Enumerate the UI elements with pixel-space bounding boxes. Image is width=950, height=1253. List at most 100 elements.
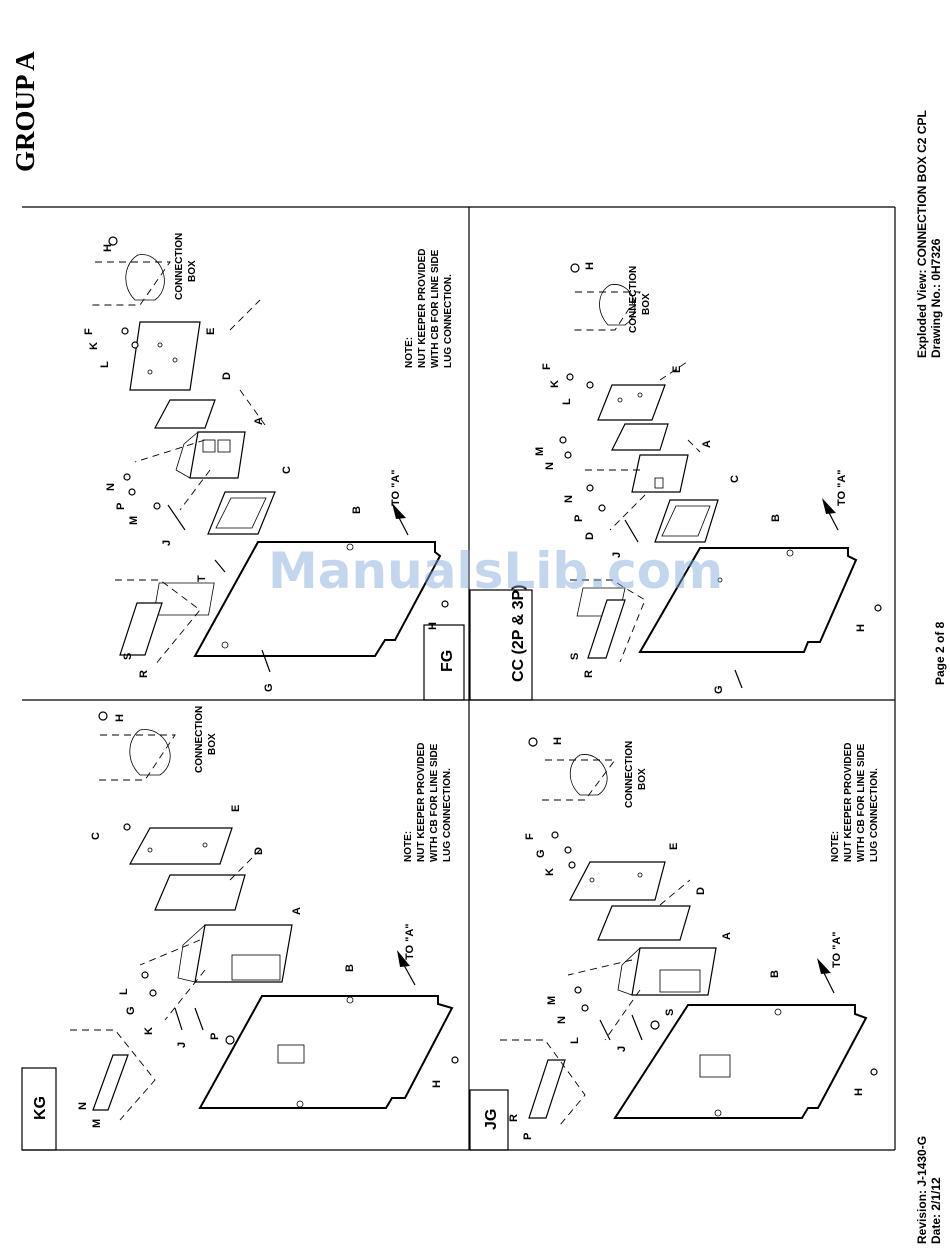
label-h2: H bbox=[427, 622, 439, 630]
label-h1: H bbox=[102, 244, 114, 252]
svg-text:NUT KEEPER PROVIDED: NUT KEEPER PROVIDED bbox=[417, 249, 428, 368]
panel-cc: CC (2P & 3P) bbox=[469, 262, 882, 701]
label-r: R bbox=[508, 1114, 520, 1122]
connection-box-label: CONNECTION bbox=[628, 266, 639, 333]
svg-text:NOTE:: NOTE: bbox=[403, 831, 414, 862]
label-s: S bbox=[569, 653, 581, 660]
exploded-view-title: Exploded View: CONNECTION BOX C2 CPL bbox=[915, 110, 929, 358]
svg-text:WITH CB FOR LINE SIDE: WITH CB FOR LINE SIDE bbox=[429, 743, 440, 862]
label-h2: H bbox=[431, 1080, 443, 1088]
label-p: P bbox=[573, 515, 585, 522]
label-g: G bbox=[535, 849, 547, 858]
connection-box bbox=[90, 254, 171, 306]
label-d: D bbox=[221, 372, 233, 380]
trim-frame-c bbox=[654, 499, 719, 543]
label-k: K bbox=[549, 380, 561, 388]
label-g: G bbox=[125, 1006, 137, 1015]
label-e: E bbox=[668, 843, 680, 850]
label-n: N bbox=[556, 1016, 568, 1024]
panel-title-box bbox=[469, 589, 533, 701]
svg-text:LUG CONNECTION.: LUG CONNECTION. bbox=[443, 274, 454, 368]
connection-box bbox=[570, 284, 641, 331]
connection-box-label: CONNECTION bbox=[194, 706, 205, 773]
label-c: C bbox=[729, 475, 741, 483]
page-number: Page 2 of 8 bbox=[933, 621, 947, 685]
label-b: B bbox=[770, 514, 782, 522]
label-d: D bbox=[695, 887, 707, 895]
connection-box-label-2: BOX bbox=[187, 260, 198, 282]
insulator-d bbox=[154, 874, 246, 911]
svg-text:WITH CB FOR LINE SIDE: WITH CB FOR LINE SIDE bbox=[430, 249, 441, 368]
label-j: J bbox=[611, 552, 623, 558]
label-l: L bbox=[561, 398, 573, 405]
label-p: P bbox=[115, 503, 127, 510]
to-a-arrow: TO "A" bbox=[817, 931, 843, 994]
label-j: J bbox=[616, 1046, 628, 1052]
screws bbox=[528, 737, 878, 1076]
label-s: S bbox=[664, 1009, 676, 1016]
mounting-plate-b bbox=[576, 547, 858, 653]
panel-kg: KG bbox=[21, 706, 459, 1151]
screws bbox=[559, 263, 882, 689]
svg-text:WITH CB FOR LINE SIDE: WITH CB FOR LINE SIDE bbox=[856, 743, 867, 862]
label-d: D bbox=[253, 847, 265, 855]
panel-title: CC (2P & 3P) bbox=[510, 584, 527, 682]
label-k: K bbox=[88, 342, 100, 350]
connection-box bbox=[95, 729, 176, 781]
label-k: K bbox=[143, 1027, 155, 1035]
svg-text:TO "A": TO "A" bbox=[836, 469, 848, 506]
label-m: M bbox=[534, 447, 546, 456]
label-n: N bbox=[77, 1102, 89, 1110]
label-a: A bbox=[701, 440, 713, 448]
mounting-plate-b bbox=[198, 995, 454, 1109]
svg-text:NUT KEEPER PROVIDED: NUT KEEPER PROVIDED bbox=[416, 743, 427, 862]
panel-jg: JG bbox=[469, 737, 880, 1151]
label-l: L bbox=[569, 1037, 581, 1044]
revision-text: Revision: J-1430-G bbox=[915, 1136, 929, 1244]
label-m: M bbox=[91, 1119, 103, 1128]
label-b: B bbox=[351, 506, 363, 514]
label-f: F bbox=[541, 363, 553, 370]
to-a-arrow: TO "A" bbox=[390, 469, 409, 536]
panel-fg: FG bbox=[83, 233, 465, 701]
svg-text:TO "A": TO "A" bbox=[404, 923, 416, 960]
note-block: NOTE: NUT KEEPER PROVIDED WITH CB FOR LI… bbox=[404, 249, 454, 368]
svg-text:NUT KEEPER PROVIDED: NUT KEEPER PROVIDED bbox=[843, 743, 854, 862]
mounting-plate-b bbox=[153, 541, 442, 657]
label-h2: H bbox=[855, 624, 867, 632]
svg-text:TO "A": TO "A" bbox=[390, 469, 402, 506]
label-k: K bbox=[544, 868, 556, 876]
breaker-a bbox=[175, 431, 246, 479]
connection-box-label: CONNECTION bbox=[624, 741, 635, 808]
label-n: N bbox=[105, 483, 117, 491]
connection-box bbox=[540, 754, 616, 801]
label-j: J bbox=[176, 1042, 188, 1048]
label-t: T bbox=[196, 575, 208, 582]
group-title: GROUP A bbox=[10, 51, 40, 172]
insulator-d bbox=[153, 399, 216, 429]
connection-box-label-2: BOX bbox=[637, 768, 648, 790]
label-d: D bbox=[584, 532, 596, 540]
label-e: E bbox=[230, 805, 242, 812]
label-m: M bbox=[128, 516, 140, 525]
bracket-e bbox=[129, 321, 201, 391]
bracket-e bbox=[128, 827, 233, 865]
bracket-e bbox=[597, 384, 666, 421]
label-h2: H bbox=[853, 1088, 865, 1096]
note-block: NOTE: NUT KEEPER PROVIDED WITH CB FOR LI… bbox=[403, 743, 453, 862]
to-a-arrow: TO "A" bbox=[397, 923, 416, 986]
label-n1: N bbox=[544, 462, 556, 470]
svg-text:LUG CONNECTION.: LUG CONNECTION. bbox=[869, 768, 880, 862]
note-block: NOTE: NUT KEEPER PROVIDED WITH CB FOR LI… bbox=[830, 743, 880, 862]
label-r: R bbox=[138, 670, 150, 678]
label-e: E bbox=[205, 328, 217, 335]
trim-frame-c bbox=[207, 491, 276, 535]
breaker-a bbox=[631, 454, 689, 493]
label-e: E bbox=[671, 366, 683, 373]
panel-title-box bbox=[423, 624, 465, 701]
watermark: ManualsLib.com bbox=[268, 542, 723, 600]
label-j: J bbox=[161, 540, 173, 546]
label-c: C bbox=[281, 466, 293, 474]
label-p: P bbox=[209, 1033, 221, 1040]
cover-sr bbox=[570, 579, 646, 663]
